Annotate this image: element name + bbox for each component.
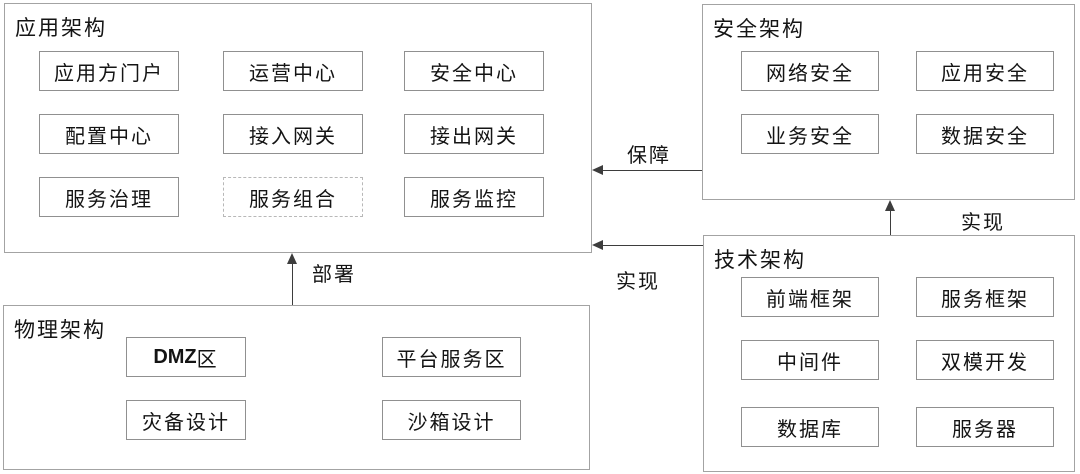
arrow-realize-security-head xyxy=(885,200,895,211)
node-frontend-framework: 前端框架 xyxy=(741,277,879,317)
node-dual-mode-dev: 双模开发 xyxy=(916,340,1054,380)
node-server: 服务器 xyxy=(916,407,1054,447)
node-application-security: 应用安全 xyxy=(916,51,1054,91)
node-service-composition: 服务组合 xyxy=(223,177,363,217)
label-realize-security: 实现 xyxy=(961,212,1005,234)
label-realize-app: 实现 xyxy=(616,271,660,293)
node-operation-center: 运营中心 xyxy=(223,51,363,91)
arrow-deploy-head xyxy=(287,253,297,264)
node-security-center: 安全中心 xyxy=(404,51,544,91)
arrow-guarantee-head xyxy=(592,165,603,175)
node-service-monitoring: 服务监控 xyxy=(404,177,544,217)
node-middleware: 中间件 xyxy=(741,340,879,380)
node-app-portal: 应用方门户 xyxy=(39,51,179,91)
node-inbound-gateway: 接入网关 xyxy=(223,114,363,154)
group-title-application: 应用架构 xyxy=(15,17,107,40)
arrow-deploy-line xyxy=(292,262,293,305)
node-business-security: 业务安全 xyxy=(741,114,879,154)
dmz-bold-text: DMZ xyxy=(153,345,197,368)
label-deploy: 部署 xyxy=(312,264,356,286)
group-title-security: 安全架构 xyxy=(713,18,805,41)
arrow-realize-app-line xyxy=(602,245,703,246)
group-title-technology: 技术架构 xyxy=(714,249,806,272)
arrow-realize-app-head xyxy=(592,240,603,250)
arrow-realize-security-line xyxy=(890,209,891,235)
node-outbound-gateway: 接出网关 xyxy=(404,114,544,154)
arrow-guarantee-line xyxy=(602,170,702,171)
group-application-architecture: 应用架构 应用方门户 运营中心 安全中心 配置中心 接入网关 接出网关 服务治理… xyxy=(4,3,592,253)
node-network-security: 网络安全 xyxy=(741,51,879,91)
node-config-center: 配置中心 xyxy=(39,114,179,154)
node-data-security: 数据安全 xyxy=(916,114,1054,154)
dmz-suffix-text: 区 xyxy=(196,348,219,371)
node-platform-service-zone: 平台服务区 xyxy=(382,337,521,377)
label-guarantee: 保障 xyxy=(627,145,671,167)
node-database: 数据库 xyxy=(741,407,879,447)
node-sandbox-design: 沙箱设计 xyxy=(382,400,521,440)
node-service-governance: 服务治理 xyxy=(39,177,179,217)
group-technology-architecture: 技术架构 前端框架 服务框架 中间件 双模开发 数据库 服务器 xyxy=(703,235,1075,472)
node-service-framework: 服务框架 xyxy=(916,277,1054,317)
node-disaster-recovery-design: 灾备设计 xyxy=(126,400,246,440)
group-security-architecture: 安全架构 网络安全 应用安全 业务安全 数据安全 xyxy=(702,4,1075,200)
group-title-physical: 物理架构 xyxy=(14,319,106,342)
